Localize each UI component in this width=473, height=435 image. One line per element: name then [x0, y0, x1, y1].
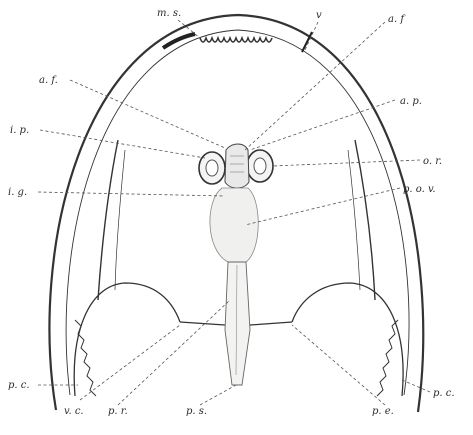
label-pc-right: p. c. [433, 388, 455, 399]
label-ap: a. p. [400, 96, 422, 107]
label-pc-left: p. c. [8, 380, 30, 391]
label-ig: i. g. [8, 187, 27, 198]
serrated-edge-right [377, 320, 398, 396]
label-v: v [316, 10, 322, 21]
lateral-ridge-right-2 [348, 150, 360, 290]
label-af-right: a. f [388, 14, 406, 25]
label-ms: m. s. [157, 8, 181, 19]
central-organ-complex [199, 144, 273, 385]
marginal-serrations [200, 38, 272, 42]
label-pr: p. r. [108, 406, 128, 417]
stomach-region [210, 188, 258, 262]
label-af-left: a. f. [39, 75, 58, 86]
label-vc: v. c. [64, 406, 84, 417]
label-pe: p. e. [372, 406, 394, 417]
lateral-ridge-left-2 [115, 150, 125, 290]
intestinal-tube [225, 262, 250, 385]
lateral-ridge-right [355, 140, 375, 300]
label-or: o. r. [423, 156, 442, 167]
serrated-edge-left [75, 320, 96, 396]
median-organ [225, 144, 249, 188]
label-ps: p. s. [186, 406, 207, 417]
label-ip: i. p. [10, 125, 29, 136]
lateral-ridge-left [98, 140, 118, 300]
label-pov: p. o. v. [403, 184, 436, 195]
